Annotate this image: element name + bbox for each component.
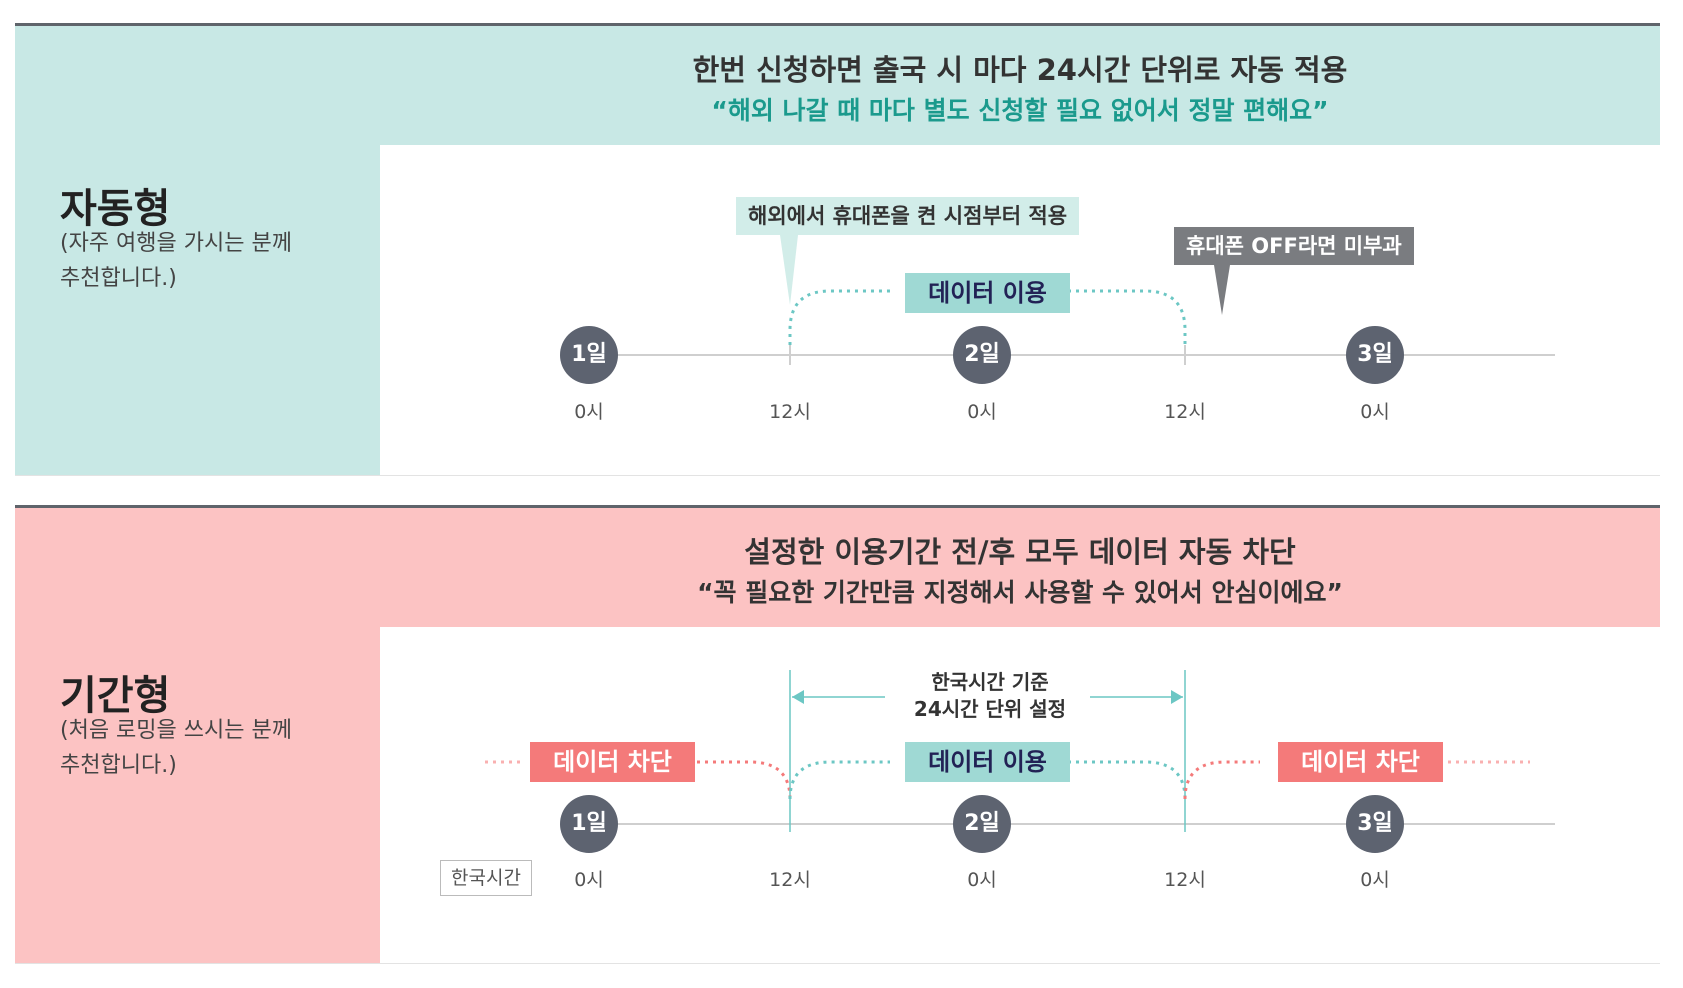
period-tick-label-3: 12시: [1164, 869, 1206, 891]
period-range-arrow-right-head: [1171, 690, 1183, 704]
auto-type-desc: (자주 여행을 가시는 분께 추천합니다.): [60, 226, 360, 296]
period-type-desc: (처음 로밍을 쓰시는 분께 추천합니다.): [60, 713, 360, 783]
auto-bubble-apply: 해외에서 휴대폰을 켠 시점부터 적용: [736, 197, 1080, 235]
auto-tick-label-1: 12시: [769, 401, 811, 423]
period-left-panel: 기간형 (처음 로밍을 쓰시는 분께 추천합니다.): [15, 508, 380, 963]
period-range-label: 한국시간 기준 24시간 단위 설정: [840, 669, 1140, 723]
auto-bubble-off-pointer: [1214, 265, 1230, 315]
period-use-left-curve: [788, 760, 890, 800]
period-range-arrow-left-head: [792, 690, 804, 704]
period-day-1: 1일: [560, 795, 618, 853]
period-kst-box: 한국시간: [440, 860, 532, 896]
period-block-left-curve: [665, 760, 792, 800]
period-tick-label-1: 12시: [769, 869, 811, 891]
auto-tick-label-3: 12시: [1164, 401, 1206, 423]
auto-type-section: 자동형 (자주 여행을 가시는 분께 추천합니다.) 한번 신청하면 출국 시 …: [15, 23, 1660, 476]
auto-headline-text: 한번 신청하면 출국 시 마다 24시간 단위로 자동 적용: [692, 53, 1348, 87]
period-data-use-tag: 데이터 이용: [905, 742, 1070, 782]
period-type-desc-line2: 추천합니다.): [60, 753, 177, 778]
period-headline-text: 설정한 이용기간 전/후 모두 데이터 자동 차단: [744, 535, 1296, 569]
auto-data-use-left-curve: [788, 289, 890, 345]
period-tick-label-0: 0시: [574, 869, 604, 891]
period-tick-label-2: 0시: [967, 869, 997, 891]
section-top-border: [15, 505, 1660, 508]
period-timeline-diagram: 한국시간 기준 24시간 단위 설정 데이터 차단 데이터 이용 데이터 차단 …: [380, 627, 1660, 963]
period-range-label-line2: 24시간 단위 설정: [913, 697, 1067, 721]
period-type-title: 기간형: [60, 673, 171, 719]
auto-bubble-apply-pointer: [780, 235, 798, 305]
section-top-border: [15, 23, 1660, 26]
auto-type-desc-line1: (자주 여행을 가시는 분께: [60, 231, 292, 256]
auto-tick-label-0: 0시: [574, 401, 604, 423]
period-range-label-line1: 한국시간 기준: [931, 670, 1049, 694]
period-data-block-tag-left: 데이터 차단: [530, 742, 695, 782]
period-block-right-curve: [1183, 760, 1260, 800]
auto-day-2: 2일: [953, 326, 1011, 384]
period-day-3: 3일: [1346, 795, 1404, 853]
auto-data-use-right-curve: [1060, 289, 1187, 345]
period-type-desc-line1: (처음 로밍을 쓰시는 분께: [60, 718, 292, 743]
auto-day-1: 1일: [560, 326, 618, 384]
period-bottom-rule: [15, 963, 1660, 964]
auto-quote: “해외 나갈 때 마다 별도 신청할 필요 없어서 정말 편해요”: [711, 96, 1329, 125]
period-quote: “꼭 필요한 기간만큼 지정해서 사용할 수 있어서 안심이에요”: [697, 578, 1343, 607]
auto-bottom-rule: [15, 475, 1660, 476]
auto-type-title: 자동형: [60, 186, 171, 232]
period-tick-label-4: 0시: [1360, 869, 1390, 891]
auto-tick-label-2: 0시: [967, 401, 997, 423]
auto-left-panel: 자동형 (자주 여행을 가시는 분께 추천합니다.): [15, 26, 380, 476]
period-use-right-curve: [1060, 760, 1187, 800]
auto-type-desc-line2: 추천합니다.): [60, 266, 177, 291]
auto-bubble-off: 휴대폰 OFF라면 미부과: [1174, 227, 1414, 265]
period-data-block-tag-right: 데이터 차단: [1278, 742, 1443, 782]
period-type-section: 기간형 (처음 로밍을 쓰시는 분께 추천합니다.) 설정한 이용기간 전/후 …: [15, 505, 1660, 965]
auto-day-3: 3일: [1346, 326, 1404, 384]
auto-data-use-tag: 데이터 이용: [905, 273, 1070, 313]
auto-timeline-diagram: 해외에서 휴대폰을 켠 시점부터 적용 휴대폰 OFF라면 미부과 데이터 이용…: [380, 145, 1660, 475]
auto-tick-label-4: 0시: [1360, 401, 1390, 423]
period-day-2: 2일: [953, 795, 1011, 853]
